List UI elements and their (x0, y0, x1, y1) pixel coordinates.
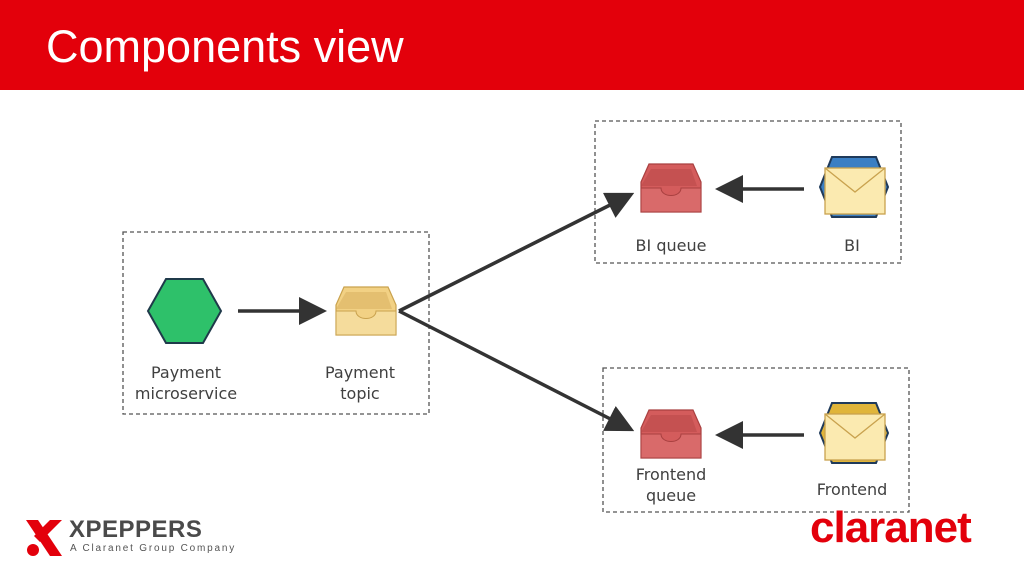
frontend-label: Frontend (816, 480, 888, 499)
payment-microservice-node[interactable] (146, 278, 223, 344)
bi-queue-label: BI queue (635, 236, 707, 255)
payment-topic-node[interactable] (335, 286, 397, 336)
edge-topic-to-frontend-queue (398, 309, 635, 432)
bi-node[interactable] (818, 156, 890, 218)
frontend-node[interactable] (818, 402, 890, 464)
xpeppers-name: XPEPPERS (69, 516, 203, 543)
envelope-icon (824, 413, 886, 461)
xpeppers-tagline: A Claranet Group Company (70, 543, 237, 554)
bi-queue-node[interactable] (640, 163, 702, 213)
header-bar: Components view (0, 0, 1024, 90)
edge-topic-to-bi-queue (398, 192, 635, 313)
inbox-tray-icon (640, 409, 702, 459)
claranet-logo: claranet (810, 503, 972, 552)
envelope-icon (824, 167, 886, 215)
inbox-tray-icon (640, 163, 702, 213)
xpeppers-logo: XPEPPERS A Claranet Group Company (24, 516, 234, 558)
frontend-group-box (602, 367, 910, 513)
bi-label: BI (844, 236, 860, 255)
page-title: Components view (46, 21, 404, 72)
frontend-queue-label: Frontend queue (635, 465, 707, 505)
frontend-queue-node[interactable] (640, 409, 702, 459)
hexagon-icon (146, 278, 223, 344)
payment-group-box (122, 231, 430, 415)
inbox-tray-icon (335, 286, 397, 336)
payment-topic-label: Payment topic (324, 363, 396, 403)
xpeppers-mark-icon (26, 520, 62, 556)
payment-microservice-label: Payment microservice (134, 363, 238, 403)
